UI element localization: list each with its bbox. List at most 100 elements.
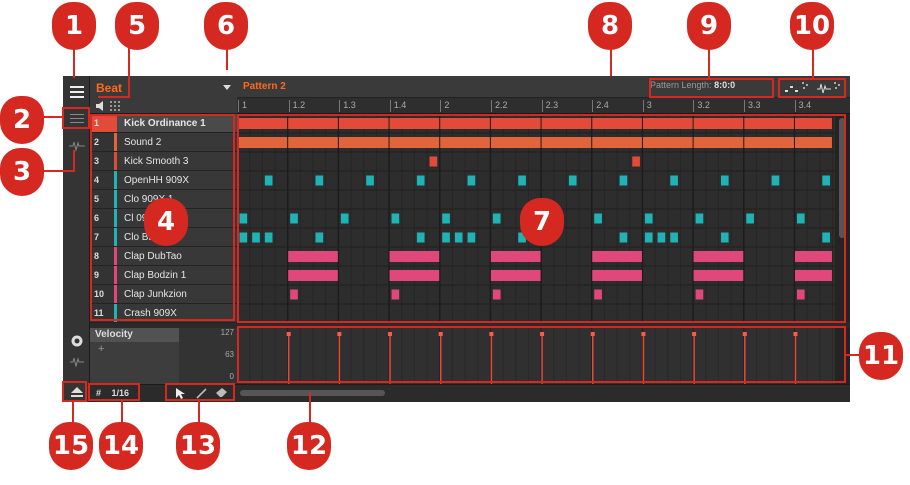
note-event[interactable] [490,270,541,281]
horizontal-scrollbar[interactable] [240,390,385,396]
note-event[interactable] [467,232,476,243]
sound-name[interactable]: Cl 09X 2 [124,213,162,224]
events-icon[interactable] [66,109,87,129]
note-event[interactable] [389,251,440,262]
note-event[interactable] [237,118,288,129]
note-event[interactable] [619,175,628,186]
note-event[interactable] [670,175,678,186]
step-grid[interactable] [237,114,835,322]
step-grid-value[interactable]: 1/16 [111,388,130,398]
eraser-tool-icon[interactable] [216,388,228,401]
note-event[interactable] [290,289,298,300]
note-event[interactable] [644,213,653,224]
note-event[interactable] [416,232,425,243]
note-event[interactable] [429,156,438,167]
note-event[interactable] [794,137,832,148]
velocity-lane-canvas[interactable] [237,328,835,384]
audio-icon[interactable] [66,352,87,372]
sound-name[interactable]: Clo 909X 1 [124,194,174,205]
note-event[interactable] [693,118,744,129]
dropdown-arrow-icon[interactable] [223,85,231,90]
grid-icon[interactable] [110,98,120,116]
velocity-handle[interactable] [286,332,291,336]
sound-name[interactable]: Kick Smooth 3 [124,156,189,167]
velocity-handle[interactable] [641,332,646,336]
note-event[interactable] [237,137,288,148]
pattern-length-value[interactable]: 8:0:0 [714,80,736,90]
sound-name[interactable]: OpenHH 909X [124,175,190,186]
velocity-handle[interactable] [540,332,545,336]
note-event[interactable] [695,289,704,300]
note-event[interactable] [518,175,526,186]
pointer-tool-icon[interactable] [176,388,185,402]
velocity-handle[interactable] [337,332,342,336]
note-event[interactable] [389,118,440,129]
note-event[interactable] [822,175,830,186]
note-event[interactable] [720,232,729,243]
eject-icon[interactable] [66,382,87,402]
note-event[interactable] [594,213,602,224]
note-event[interactable] [391,289,400,300]
note-event[interactable] [720,175,729,186]
note-event[interactable] [264,232,273,243]
velocity-handle[interactable] [590,332,595,336]
note-event[interactable] [490,118,541,129]
note-event[interactable] [340,213,349,224]
note-event[interactable] [442,213,450,224]
note-event[interactable] [252,232,260,243]
note-event[interactable] [594,289,602,300]
note-event[interactable] [796,289,805,300]
note-event[interactable] [693,137,744,148]
note-event[interactable] [315,232,324,243]
note-event[interactable] [391,213,400,224]
note-event[interactable] [794,251,832,262]
note-event[interactable] [642,137,693,148]
note-event[interactable] [338,118,389,129]
note-event[interactable] [492,213,501,224]
note-event[interactable] [796,213,805,224]
note-event[interactable] [592,118,642,129]
note-event[interactable] [239,213,248,224]
note-event[interactable] [389,137,440,148]
note-event[interactable] [592,251,642,262]
velocity-handle[interactable] [388,332,393,336]
sound-name[interactable]: Kick Ordinance 1 [124,118,206,129]
add-parameter-button[interactable]: + [98,343,105,355]
sound-name[interactable]: Clap DubTao [124,251,182,262]
velocity-lane[interactable] [237,328,835,384]
sound-name[interactable]: Clap Bodzin 1 [124,270,187,281]
note-event[interactable] [518,232,526,243]
note-event[interactable] [290,213,298,224]
note-event[interactable] [288,251,338,262]
step-grid-button[interactable]: # 1/16 [96,388,129,398]
note-event[interactable] [744,137,794,148]
note-event[interactable] [644,232,653,243]
note-event[interactable] [794,118,832,129]
note-event[interactable] [632,156,640,167]
group-name[interactable]: Beat [96,81,123,95]
note-event[interactable] [467,175,476,186]
note-event[interactable] [657,232,666,243]
note-event[interactable] [288,137,338,148]
note-event[interactable] [592,270,642,281]
note-event[interactable] [440,118,490,129]
note-event[interactable] [442,232,450,243]
note-event[interactable] [389,270,440,281]
velocity-handle[interactable] [438,332,443,336]
velocity-handle[interactable] [489,332,494,336]
note-event[interactable] [416,175,425,186]
note-event[interactable] [490,137,541,148]
note-event[interactable] [288,270,338,281]
note-event[interactable] [693,270,744,281]
note-event[interactable] [693,251,744,262]
note-event[interactable] [264,175,273,186]
note-event[interactable] [338,137,389,148]
note-event[interactable] [490,251,541,262]
